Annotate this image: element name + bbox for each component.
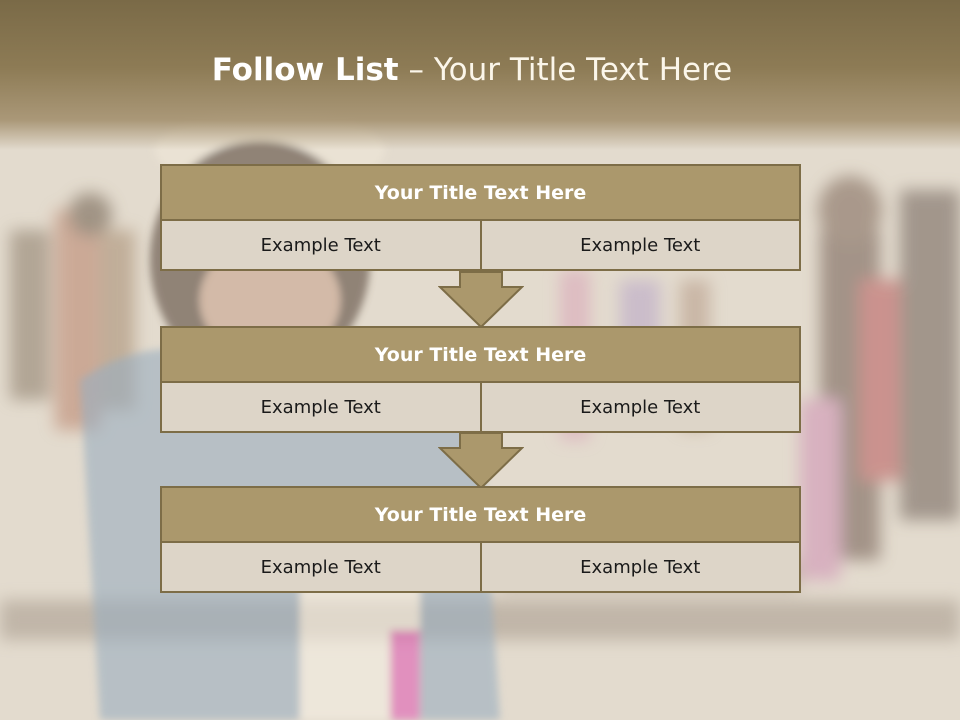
block-title: Your Title Text Here (160, 164, 801, 221)
block-cell-right: Example Text (481, 221, 801, 271)
list-block-2: Your Title Text Here Example Text Exampl… (160, 326, 801, 433)
block-cell-left: Example Text (160, 221, 482, 271)
header-band (0, 0, 960, 150)
block-cell-right: Example Text (481, 543, 801, 593)
slide-title: Follow List – Your Title Text Here (0, 52, 944, 88)
block-row: Example Text Example Text (160, 221, 801, 271)
down-arrow-icon (438, 432, 524, 490)
slide-title-rest: – Your Title Text Here (398, 52, 733, 88)
block-cell-right: Example Text (481, 383, 801, 433)
block-row: Example Text Example Text (160, 383, 801, 433)
down-arrow-icon (438, 271, 524, 329)
slide-title-bold: Follow List (211, 52, 399, 88)
block-title: Your Title Text Here (160, 326, 801, 383)
block-row: Example Text Example Text (160, 543, 801, 593)
block-cell-left: Example Text (160, 383, 482, 433)
list-block-1: Your Title Text Here Example Text Exampl… (160, 164, 801, 271)
block-title: Your Title Text Here (160, 486, 801, 543)
list-block-3: Your Title Text Here Example Text Exampl… (160, 486, 801, 593)
block-cell-left: Example Text (160, 543, 482, 593)
